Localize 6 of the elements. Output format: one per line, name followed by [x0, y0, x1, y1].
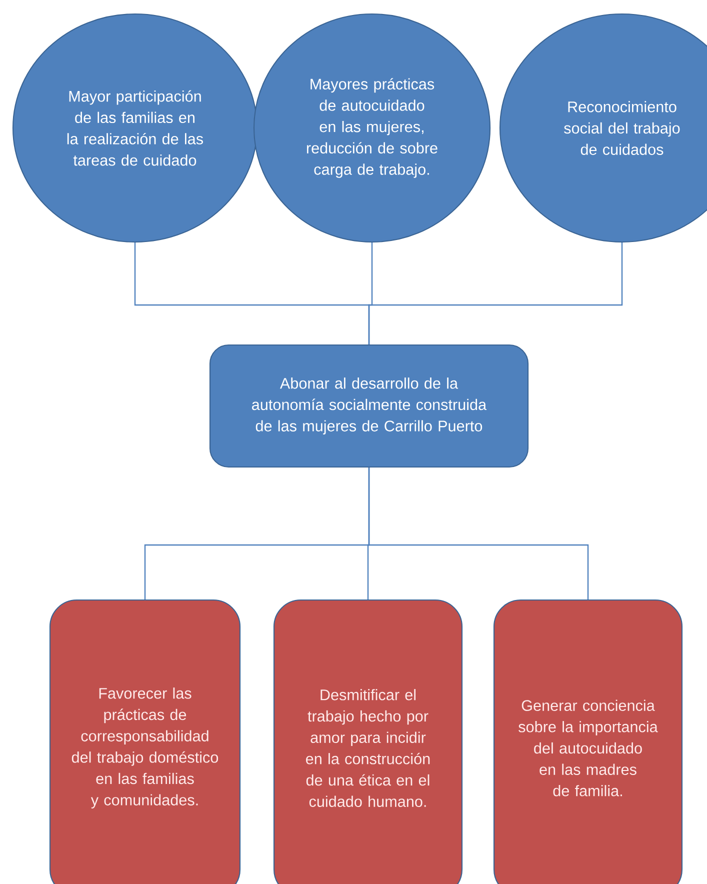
strategy-box: Desmitificar el trabajo hecho por amor para incidir en la construcción de una ética en el cuidado humano. — [273, 599, 463, 884]
strategy-box: Favorecer las prácticas de corresponsabilidad del trabajo doméstico en las familias y comunidades. — [49, 599, 241, 884]
connector-line — [368, 468, 589, 600]
strategy-box: Generar conciencia sobre la importancia del autocuidado en las madres de familia. — [493, 599, 683, 884]
connector-line — [368, 242, 623, 344]
goal-box: Abonar al desarrollo de la autonomía socialmente construida de las mujeres de Carrillo Puerto — [209, 344, 529, 468]
